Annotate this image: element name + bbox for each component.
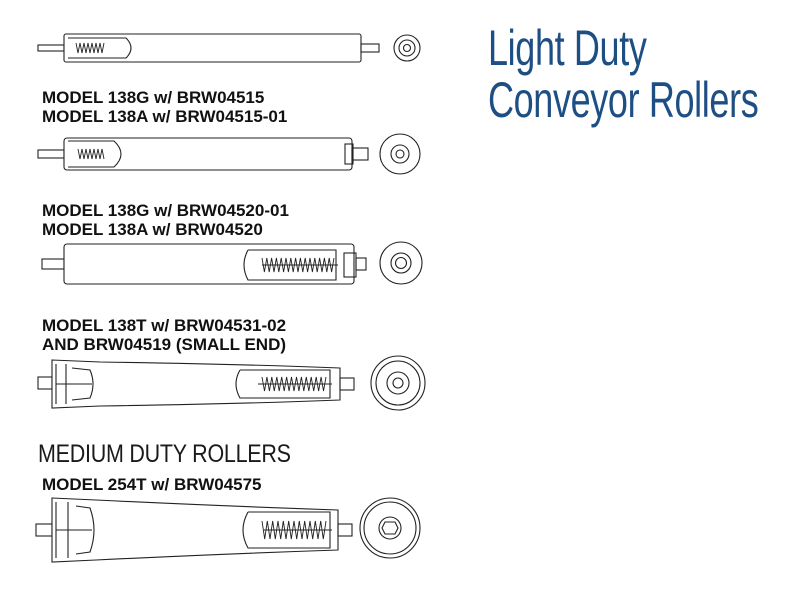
roller-2-end-view bbox=[379, 133, 421, 175]
model-3-label-line-1: MODEL 138T w/ BRW04531-02 bbox=[42, 316, 287, 335]
roller-4-end-view bbox=[370, 355, 426, 411]
model-3-label-line-2: AND BRW04519 (SMALL END) bbox=[42, 335, 287, 354]
title-line-1: Light Duty bbox=[488, 20, 647, 76]
roller-1-side-view bbox=[37, 33, 380, 63]
medium-duty-heading: MEDIUM DUTY ROLLERS bbox=[38, 440, 291, 468]
roller-5-side-view bbox=[35, 497, 353, 563]
roller-3-end-view bbox=[379, 241, 423, 285]
model-2-label-line-1: MODEL 138G w/ BRW04520-01 bbox=[42, 201, 289, 220]
model-2-label-line-2: MODEL 138A w/ BRW04520 bbox=[42, 220, 263, 239]
roller-1-end-view bbox=[393, 34, 421, 62]
roller-3-side-view bbox=[41, 243, 367, 285]
roller-5-end-view bbox=[359, 497, 421, 559]
medium-duty-model-label: MODEL 254T w/ BRW04575 bbox=[42, 475, 262, 494]
model-1-label-line-2: MODEL 138A w/ BRW04515-01 bbox=[42, 107, 288, 126]
roller-4-side-view bbox=[37, 359, 355, 409]
model-1-label-line-1: MODEL 138G w/ BRW04515 bbox=[42, 88, 265, 107]
roller-2-side-view bbox=[37, 137, 369, 171]
